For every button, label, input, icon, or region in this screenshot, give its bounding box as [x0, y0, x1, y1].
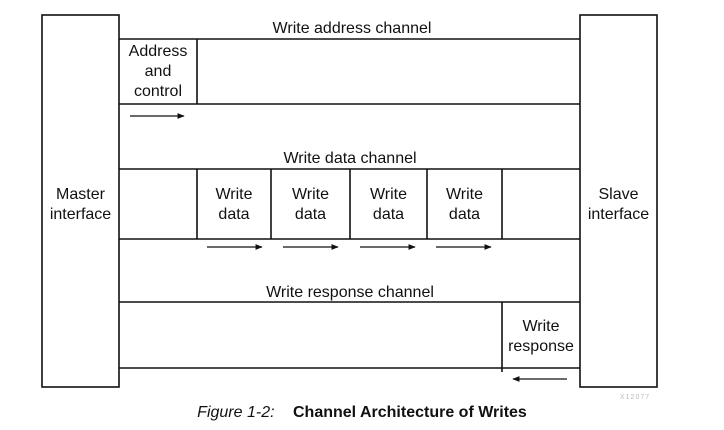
- master-interface-label-line2: interface: [50, 206, 111, 223]
- write-data-cell-4-line2: data: [449, 206, 480, 223]
- slave-interface: Slave interface: [579, 14, 658, 388]
- master-interface-box: [41, 14, 120, 388]
- write-data-cell-2-line1: Write: [292, 186, 329, 203]
- write-response-channel-title: Write response channel: [266, 284, 434, 301]
- write-address-channel: Write address channel Address and contro…: [119, 20, 580, 119]
- write-data-cell-2-line2: data: [295, 206, 326, 223]
- figure-id-stamp: X12077: [620, 394, 651, 401]
- write-address-channel-title: Write address channel: [273, 20, 432, 37]
- address-control-cell-line2: and: [145, 63, 172, 80]
- channel-diagram: Master interface Slave interface Write a…: [41, 14, 658, 388]
- master-interface-label-line1: Master: [56, 186, 106, 203]
- write-response-cell-line2: response: [508, 338, 574, 355]
- write-data-cell-1-line1: Write: [215, 186, 252, 203]
- figure-caption: Figure 1-2: Channel Architecture of Writ…: [0, 404, 724, 422]
- address-control-cell-line1: Address: [129, 43, 188, 60]
- write-data-cell-1-line2: data: [218, 206, 249, 223]
- slave-interface-label-line2: interface: [588, 206, 649, 223]
- write-data-channel: Write data channel Write data Write data…: [119, 150, 580, 250]
- write-response-cell-line1: Write: [522, 318, 559, 335]
- slave-interface-box: [579, 14, 658, 388]
- slave-interface-label-line1: Slave: [598, 186, 638, 203]
- write-data-cell-4-line1: Write: [446, 186, 483, 203]
- figure-number: Figure 1-2:: [197, 404, 275, 421]
- write-data-cell-3-line1: Write: [370, 186, 407, 203]
- write-data-channel-title: Write data channel: [283, 150, 416, 167]
- address-control-cell-line3: control: [134, 83, 182, 100]
- write-response-channel: Write response channel Write response: [119, 284, 580, 382]
- figure-title: Channel Architecture of Writes: [293, 404, 527, 421]
- master-interface: Master interface: [41, 14, 120, 388]
- write-data-cell-3-line2: data: [373, 206, 404, 223]
